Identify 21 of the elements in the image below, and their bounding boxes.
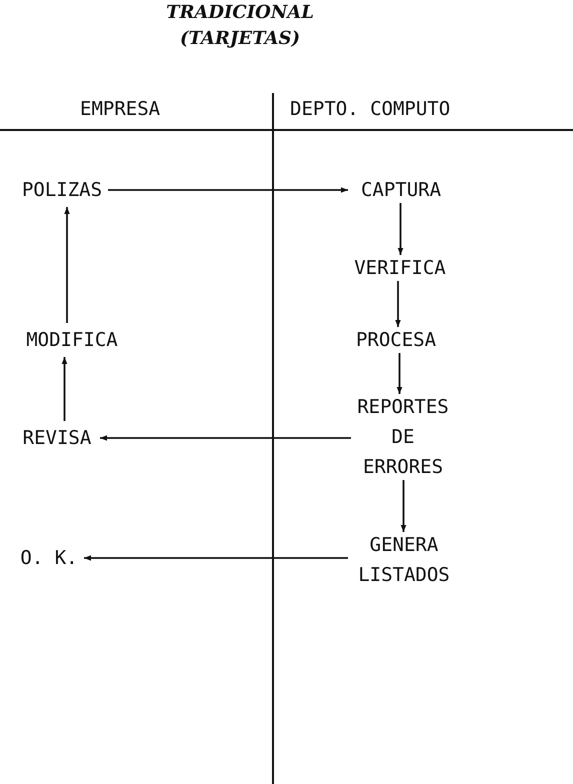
step-label: CAPTURA: [360, 179, 442, 201]
diagram-title: TRADICIONAL (TARJETAS): [165, 1, 315, 51]
step-label: O. K.: [20, 547, 78, 569]
arrow: [62, 357, 68, 421]
arrow: [400, 480, 406, 532]
arrow: [108, 187, 348, 193]
column-heading: DEPTO. COMPUTO: [290, 97, 450, 122]
step-label: REVISA: [22, 427, 92, 449]
step-label: REPORTES DE ERRORES: [357, 396, 449, 478]
step-label: VERIFICA: [354, 257, 446, 279]
arrow: [64, 207, 70, 323]
step-label: PROCESA: [356, 329, 436, 351]
column-heading: EMPRESA: [80, 97, 160, 122]
arrow: [398, 203, 404, 255]
step-label: POLIZAS: [22, 179, 102, 201]
arrow: [84, 555, 348, 561]
arrow: [396, 353, 402, 394]
step-label: GENERA LISTADOS: [358, 534, 450, 586]
step-label: MODIFICA: [26, 329, 118, 351]
arrow: [395, 281, 401, 327]
arrow: [100, 435, 351, 441]
